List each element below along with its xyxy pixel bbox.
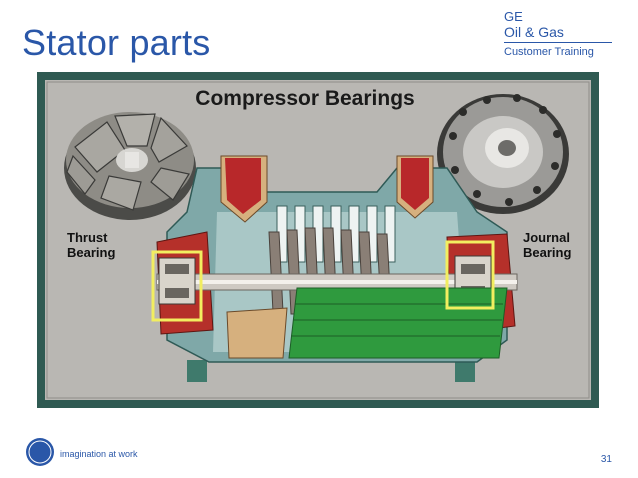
slide-title: Stator parts — [22, 22, 211, 63]
footer-tagline: imagination at work — [60, 449, 138, 459]
thrust-label-line1: Thrust — [67, 230, 108, 245]
thrust-label-line2: Bearing — [67, 245, 115, 260]
brand-line-ge: GE — [504, 9, 523, 24]
journal-label-line1: Journal — [523, 230, 570, 245]
journal-bearing-part — [437, 94, 569, 214]
brand-divider — [504, 42, 612, 43]
thrust-bearing-part — [64, 112, 196, 220]
figure-heading: Compressor Bearings — [195, 87, 414, 110]
journal-label-line2: Bearing — [523, 245, 571, 260]
ge-logo-icon — [26, 438, 54, 466]
compressor-bearings-figure: Compressor Bearings Thrust Bearing Journ — [37, 72, 599, 408]
brand-line-oil-gas: Oil & Gas — [504, 24, 564, 40]
brand-block: GE Oil & Gas Customer Training — [504, 10, 612, 58]
brand-line-customer-training: Customer Training — [504, 46, 594, 58]
journal-bearing-highlight — [445, 240, 495, 310]
page-number: 31 — [600, 454, 612, 465]
compressor-illustration: Compressor Bearings Thrust Bearing Journ — [37, 72, 599, 408]
thrust-bearing-highlight — [151, 250, 203, 322]
compressor-casing — [156, 155, 518, 382]
